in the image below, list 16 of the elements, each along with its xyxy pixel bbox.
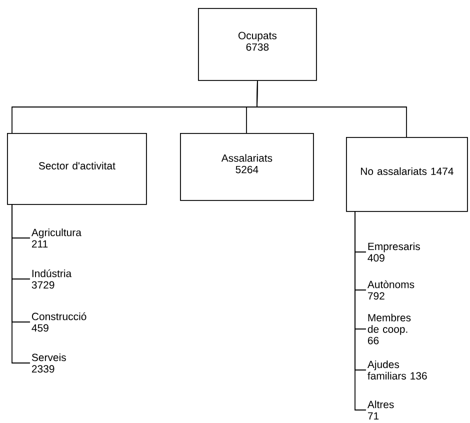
subcategory-label: Construcció 459	[32, 312, 86, 332]
category-box: Sector d'activitat	[7, 133, 147, 205]
subcategory-label: Agricultura 211	[31, 228, 82, 248]
subcategory-label: Ajudes familiars 136	[367, 360, 427, 380]
subcategory-label: Empresaris 409	[368, 242, 420, 262]
category-box: No assalariats 1474	[346, 137, 468, 212]
subcategory-label: Autònoms 792	[367, 280, 414, 300]
connector-line	[354, 210, 366, 410]
category-box: Ocupats 6738	[198, 8, 317, 81]
subcategory-label: Altres 71	[367, 400, 394, 420]
category-box: Assalariats 5264	[180, 133, 314, 201]
subcategory-label: Indústria 3729	[32, 269, 72, 289]
connector-line	[256, 80, 407, 138]
subcategory-label: Serveis 2339	[32, 353, 66, 373]
connector-line	[12, 204, 30, 364]
subcategory-label: Membres de coop. 66	[368, 314, 411, 344]
